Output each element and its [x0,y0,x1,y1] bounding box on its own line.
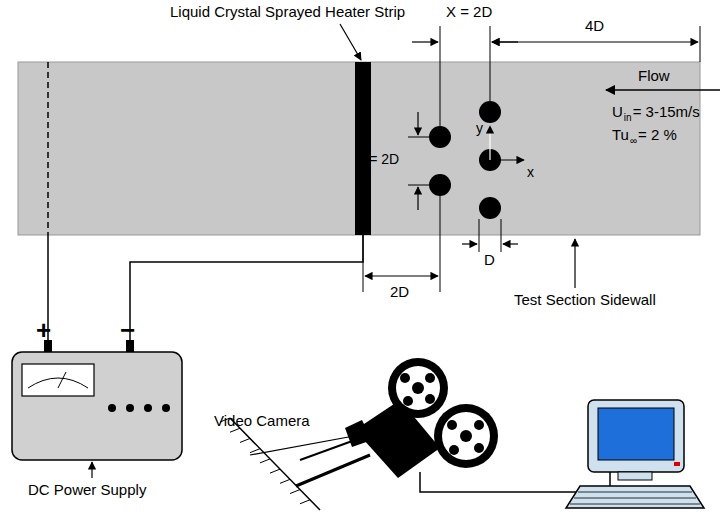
condition-label: U [612,104,623,121]
hatch-stroke [250,449,260,453]
part-label: Test Section Sidewall [514,292,656,309]
part-label: Video Camera [214,413,310,430]
hatch-stroke [290,490,300,494]
condition-subscript: ∞ [630,135,637,146]
dimension-label: 4D [585,18,604,35]
hatch-stroke [300,500,310,504]
flow-label: Flow [638,68,670,85]
condition-label: = 3-15m/s [633,104,700,121]
terminal-label: − [120,316,135,345]
hatch-stroke [280,479,290,483]
hatch-stroke [260,459,270,463]
part-label: DC Power Supply [28,482,146,499]
dimension-label: X = 2D [446,4,492,21]
key-row [578,492,692,493]
key-row [570,504,700,505]
dimension-label: S = 2D [356,152,399,167]
condition-label: Tu [612,127,629,144]
dimension-label: D [484,252,495,269]
part-label: Liquid Crystal Sprayed Heater Strip [170,4,405,21]
terminal-label: + [36,316,51,345]
axis-label: x [527,165,534,180]
condition-label: = 2 % [638,127,677,144]
key-row [574,498,696,499]
dimension-label: 2D [390,284,409,301]
hatch-stroke [270,469,280,473]
condition-subscript: in [624,112,632,123]
hatch-stroke [240,438,250,442]
axis-label: y [476,121,483,136]
